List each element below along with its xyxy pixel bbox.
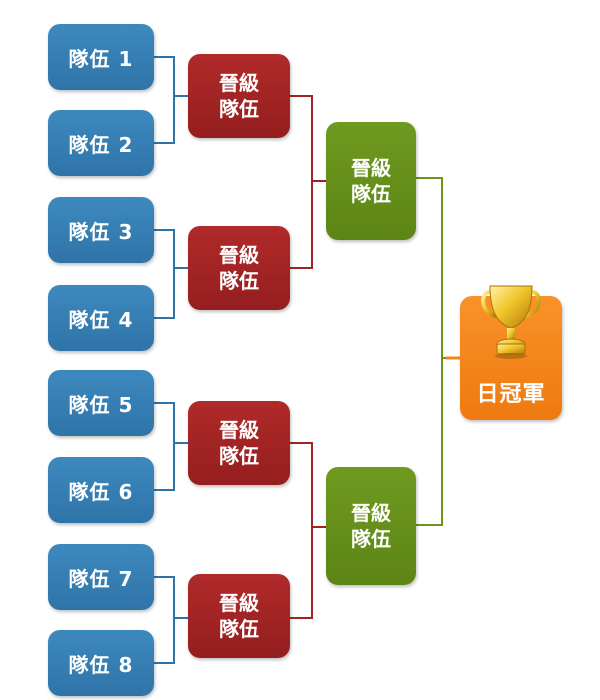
team-box-8: 隊伍 8	[48, 630, 154, 696]
team-box-2: 隊伍 2	[48, 110, 154, 176]
quarterfinal-box-4: 晉級 隊伍	[188, 574, 290, 658]
team-label: 隊伍 4	[68, 307, 134, 332]
quarterfinal-label-line2: 隊伍	[219, 97, 259, 121]
connector-semi1-2	[416, 177, 460, 526]
quarterfinal-label-line1: 晉級	[219, 243, 259, 267]
team-label: 隊伍 5	[68, 392, 134, 417]
quarterfinal-label-line1: 晉級	[219, 71, 259, 95]
team-box-3: 隊伍 3	[48, 197, 154, 263]
connector-qual1-2	[290, 95, 326, 269]
connector-team5-6	[154, 402, 188, 491]
connector-team3-4	[154, 229, 188, 319]
team-box-6: 隊伍 6	[48, 457, 154, 523]
team-box-1: 隊伍 1	[48, 24, 154, 90]
team-label: 隊伍 3	[68, 219, 134, 244]
semifinal-box-2: 晉級 隊伍	[326, 467, 416, 585]
semifinal-label-line1: 晉級	[351, 501, 391, 525]
semifinal-label-line2: 隊伍	[351, 527, 391, 551]
quarterfinal-box-3: 晉級 隊伍	[188, 401, 290, 485]
team-box-7: 隊伍 7	[48, 544, 154, 610]
trophy-icon	[481, 285, 541, 359]
connector-team7-8	[154, 576, 188, 664]
team-box-4: 隊伍 4	[48, 285, 154, 351]
connector-qual3-4	[290, 442, 326, 619]
team-label: 隊伍 1	[68, 46, 134, 71]
team-label: 隊伍 8	[68, 652, 134, 677]
quarterfinal-label-line1: 晉級	[219, 591, 259, 615]
semifinal-box-1: 晉級 隊伍	[326, 122, 416, 240]
quarterfinal-label-line2: 隊伍	[219, 444, 259, 468]
team-label: 隊伍 6	[68, 479, 134, 504]
team-label: 隊伍 7	[68, 566, 134, 591]
connector-team1-2	[154, 56, 188, 144]
quarterfinal-label-line2: 隊伍	[219, 617, 259, 641]
champion-label: 日冠軍	[476, 382, 546, 407]
quarterfinal-label-line1: 晉級	[219, 418, 259, 442]
quarterfinal-label-line2: 隊伍	[219, 269, 259, 293]
quarterfinal-box-1: 晉級 隊伍	[188, 54, 290, 138]
quarterfinal-box-2: 晉級 隊伍	[188, 226, 290, 310]
semifinal-label-line2: 隊伍	[351, 182, 391, 206]
team-label: 隊伍 2	[68, 132, 134, 157]
semifinal-label-line1: 晉級	[351, 156, 391, 180]
champion-box: 日冠軍	[460, 285, 562, 420]
team-box-5: 隊伍 5	[48, 370, 154, 436]
